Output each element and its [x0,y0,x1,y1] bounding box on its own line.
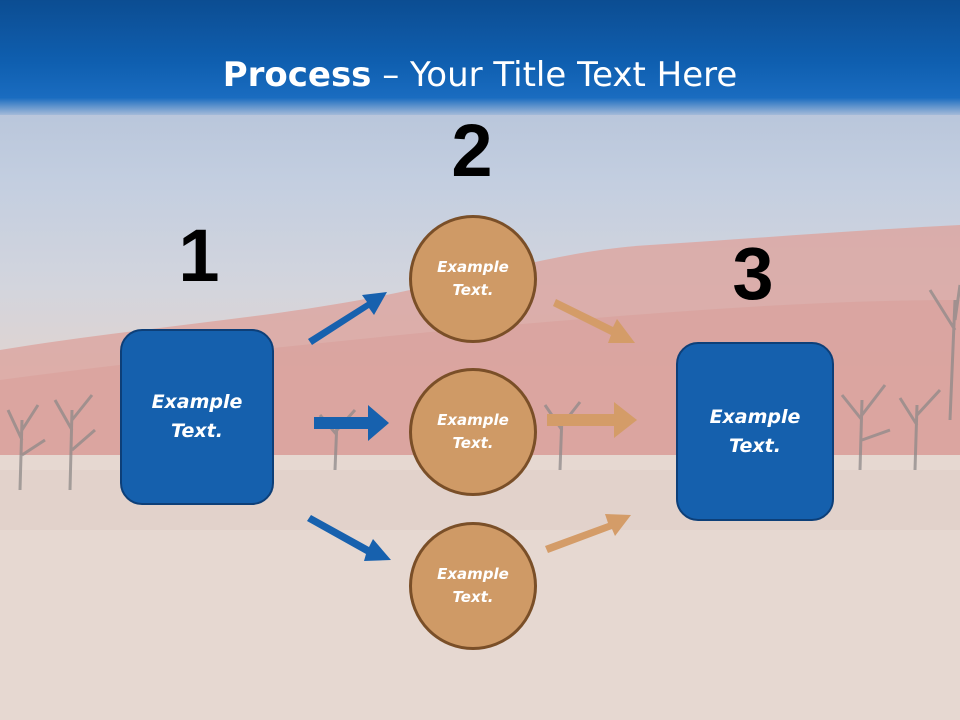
step-1-box[interactable]: Example Text. [120,329,274,505]
slide-title: Process – Your Title Text Here [0,52,960,98]
arrow-1-to-circle-middle [314,405,389,441]
step-3-box[interactable]: Example Text. [676,342,834,521]
circle-bottom-text: Example Text. [437,565,509,606]
circle-middle-text: Example Text. [437,411,509,452]
step-number-2: 2 [451,109,493,192]
arrow-1-to-circle-bottom [307,515,391,561]
step-number-1: 1 [178,214,220,297]
step-3-text: Example Text. [709,405,801,457]
arrow-circle-bottom-to-3 [545,514,631,553]
title-banner [0,0,960,115]
step-1-text: Example Text. [151,391,243,442]
arrow-circle-top-to-3 [553,299,635,343]
arrow-circle-middle-to-3 [547,402,637,438]
step-2-circle-middle[interactable]: Example Text. [409,368,537,496]
step-number-3: 3 [732,232,774,315]
title-bold: Process [222,55,372,95]
title-rest: – Your Title Text Here [371,55,738,95]
arrow-1-to-circle-top [308,292,387,345]
step-2-circle-top[interactable]: Example Text. [409,215,537,343]
step-2-circle-bottom[interactable]: Example Text. [409,522,537,650]
circle-top-text: Example Text. [437,258,509,299]
